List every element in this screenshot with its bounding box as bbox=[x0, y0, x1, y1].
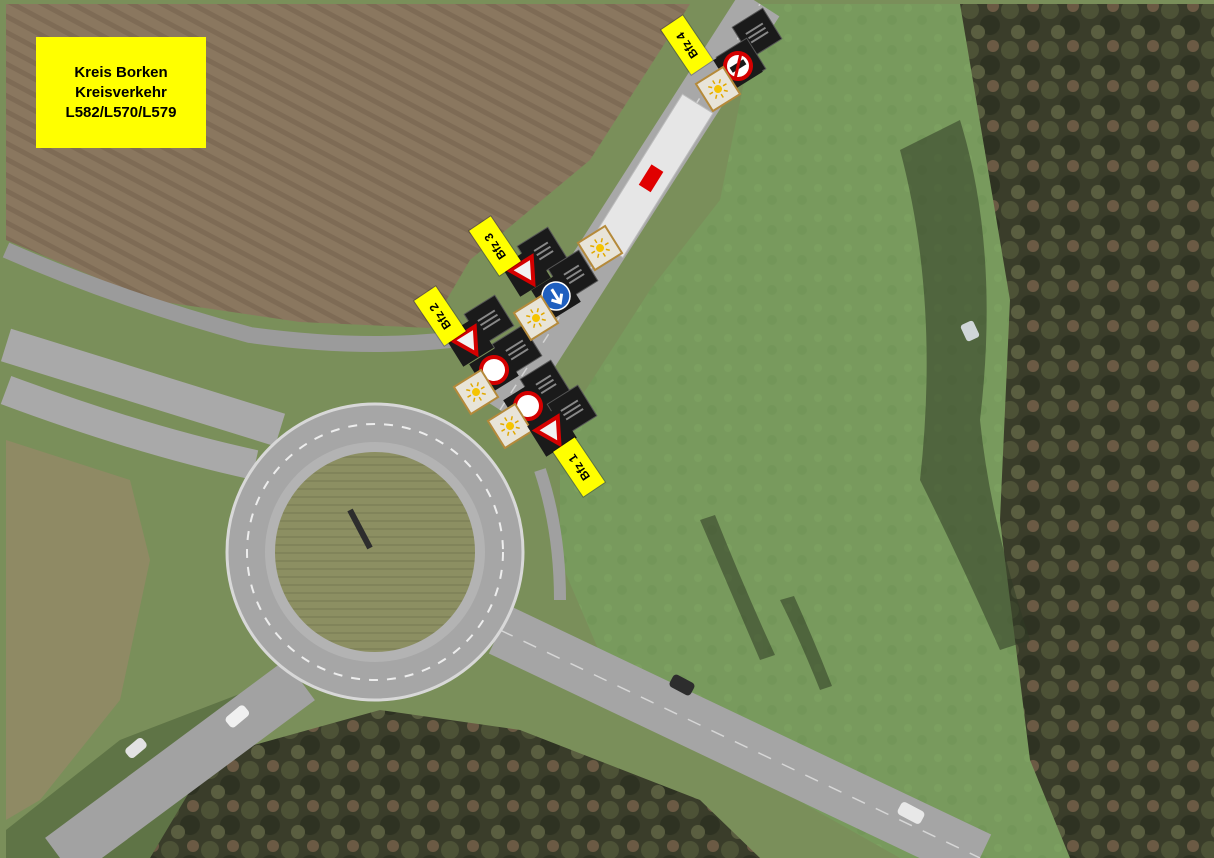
warning-light-icon bbox=[576, 224, 624, 272]
forest-right bbox=[960, 4, 1214, 858]
sign-cluster bbox=[444, 7, 783, 457]
title-line-1: Kreis Borken bbox=[74, 63, 168, 81]
forest-bottom bbox=[150, 710, 760, 858]
meadow-left bbox=[6, 440, 150, 820]
warning-light-icon bbox=[452, 368, 500, 416]
title-line-3: L582/L570/L579 bbox=[65, 103, 177, 121]
warning-light-icon bbox=[486, 402, 534, 450]
warning-light-icon bbox=[694, 65, 742, 113]
vehicles bbox=[125, 320, 980, 824]
roundabout bbox=[225, 402, 525, 702]
title-line-2: Kreisverkehr bbox=[75, 83, 167, 101]
warning-light-icon bbox=[512, 294, 560, 342]
map-title-box: Kreis Borken Kreisverkehr L582/L570/L579 bbox=[36, 37, 206, 148]
tree-shadows bbox=[700, 120, 1030, 690]
